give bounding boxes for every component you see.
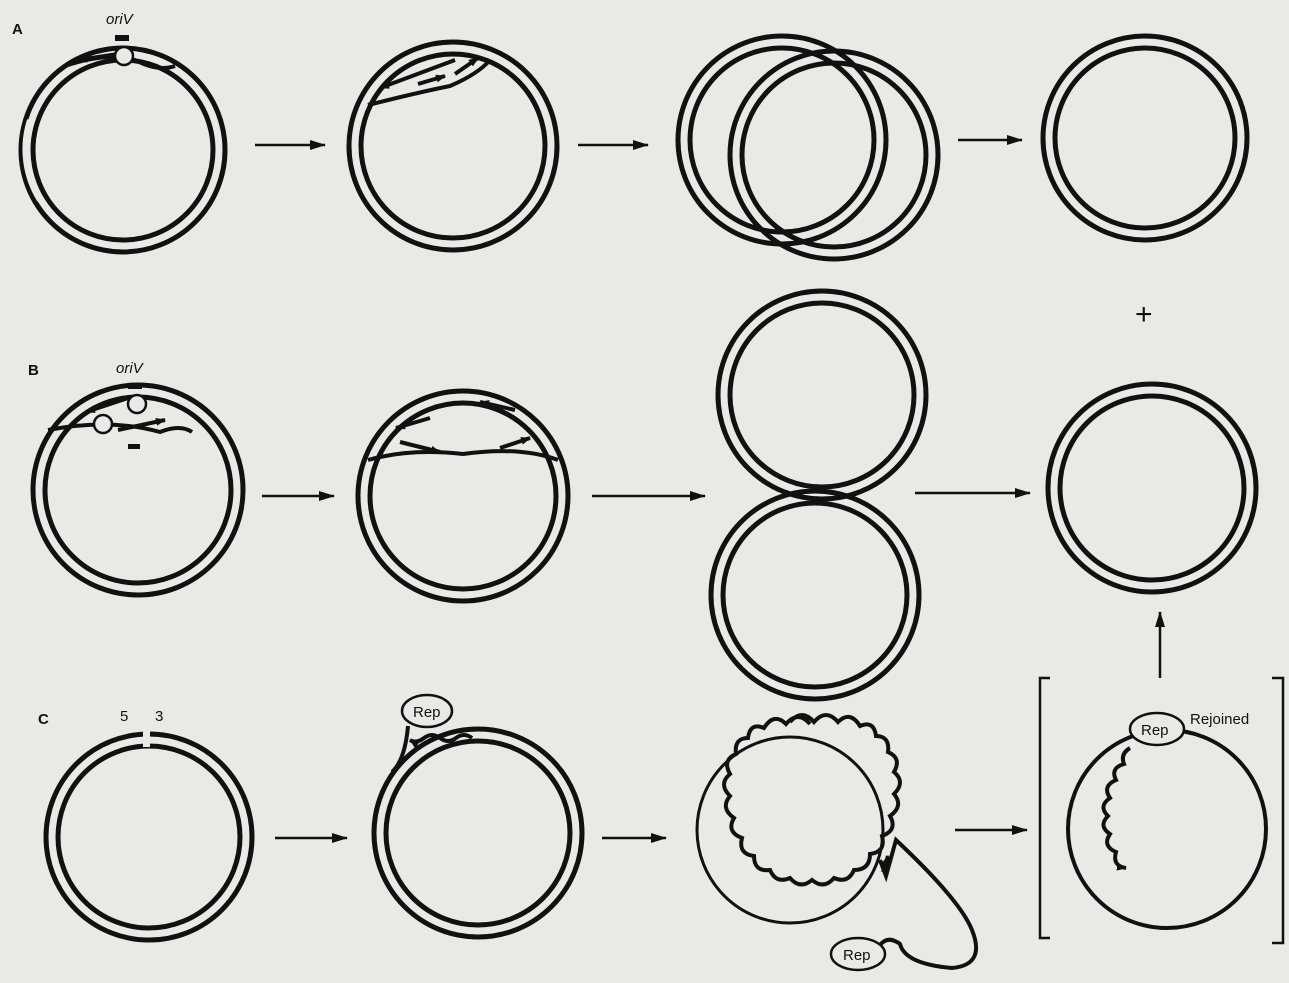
origin-label: oriV: [106, 11, 135, 28]
panel-c: C 5 3 Rep Rep: [38, 678, 1283, 970]
panel-c-stage-2-plasmid: Rep: [374, 695, 582, 937]
panel-c-rejoined-circle: Rep Rejoined: [1040, 678, 1283, 943]
panel-a: A oriV: [12, 11, 1247, 259]
rejoined-label: Rejoined: [1190, 711, 1249, 728]
three-prime-label: 3: [155, 708, 163, 725]
left-bracket: [1040, 678, 1050, 938]
terminus-marker: [128, 444, 140, 449]
panel-a-catenated-dimer: [678, 36, 938, 259]
plus-sign: +: [1135, 298, 1153, 331]
origin-marker: [115, 35, 129, 41]
rep-label: Rep: [843, 947, 871, 964]
panel-c-nicked-plasmid: 5 3: [46, 708, 252, 940]
replication-fork-bubble: [128, 395, 146, 413]
panel-a-stage-1-plasmid: oriV: [21, 11, 225, 252]
panel-a-daughter-plasmid: [1043, 36, 1247, 240]
panel-a-label: A: [12, 21, 23, 38]
panel-c-label: C: [38, 711, 49, 728]
panel-b: B oriV: [28, 291, 1256, 699]
panel-b-label: B: [28, 362, 39, 379]
replication-fork-bubble: [115, 47, 133, 65]
rep-label: Rep: [413, 704, 441, 721]
nick-site: [143, 725, 150, 747]
panel-b-daughter-plasmid: [1048, 384, 1256, 592]
panel-b-dimer: [711, 291, 926, 699]
right-bracket: [1272, 678, 1283, 943]
rep-label: Rep: [1141, 722, 1169, 739]
five-prime-label: 5: [120, 708, 128, 725]
replication-fork-bubble: [94, 415, 112, 433]
origin-label: oriV: [116, 360, 145, 377]
panel-a-stage-2-plasmid: [349, 42, 557, 250]
panel-b-stage-1-plasmid: oriV: [33, 360, 243, 595]
origin-marker: [128, 383, 142, 389]
panel-b-stage-2-plasmid: [358, 391, 568, 601]
panel-c-rolling-circle: Rep: [697, 715, 976, 970]
